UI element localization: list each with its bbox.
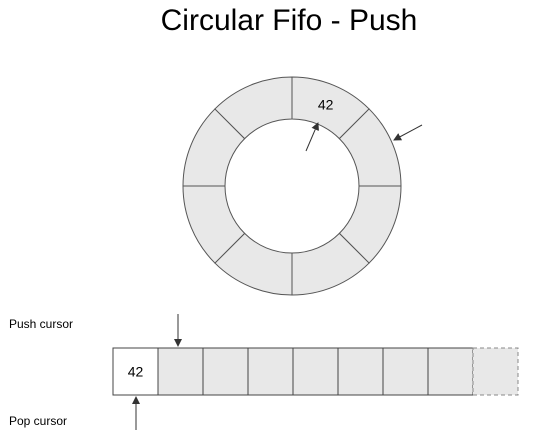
- buffer-cell: [382, 347, 429, 396]
- buffer-cell: [292, 347, 339, 396]
- ring-segment: [214, 76, 293, 140]
- buffer-cell: [157, 347, 204, 396]
- buffer-extra-cell: [472, 347, 519, 396]
- buffer-cell: [427, 347, 474, 396]
- ring-buffer: 42: [182, 76, 402, 296]
- diagram-title: Circular Fifo - Push: [161, 4, 418, 37]
- ring-pop-arrow: [305, 122, 319, 152]
- buffer-cell: [112, 347, 159, 396]
- linear-buffer: 42: [112, 347, 519, 396]
- ring-push-arrow: [393, 124, 423, 141]
- buffer-cell: [337, 347, 384, 396]
- buffer-cell: [247, 347, 294, 396]
- pop-cursor-label: Pop cursor: [9, 414, 67, 428]
- buffer-cell: [202, 347, 249, 396]
- ring-segment-value: 42: [318, 97, 334, 113]
- buffer-cell-value: 42: [128, 364, 144, 380]
- push-cursor-label: Push cursor: [9, 317, 73, 331]
